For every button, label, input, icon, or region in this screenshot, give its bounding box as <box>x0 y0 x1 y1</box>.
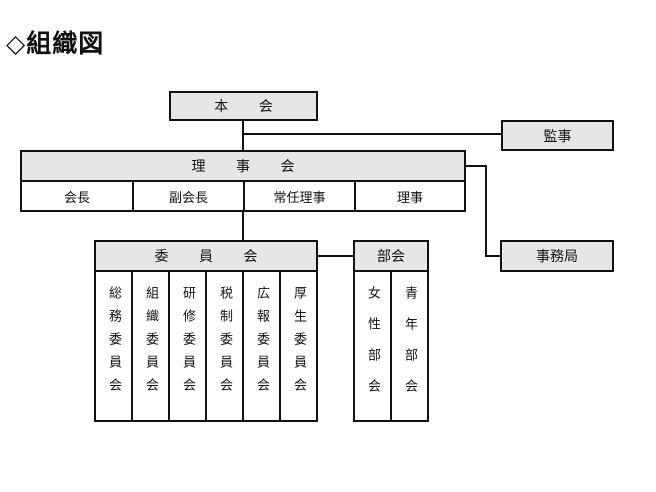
committee-public-relations: 広報委員会 <box>242 270 281 422</box>
committee-name: 税制委員会 <box>217 286 232 401</box>
committee-name: 研修委員会 <box>180 286 195 401</box>
board-member-director: 理事 <box>354 180 466 212</box>
committee-header: 委 員 会 <box>94 240 318 272</box>
secretariat-box: 事務局 <box>500 240 614 272</box>
general-assembly-box: 本 会 <box>169 91 318 121</box>
general-assembly-label: 本 会 <box>214 99 286 115</box>
board-member-label: 副会長 <box>168 190 208 206</box>
divisions-header: 部会 <box>353 240 429 272</box>
committee-training: 研修委員会 <box>168 270 207 422</box>
page-title: ◇組織図 <box>6 29 105 58</box>
board-member-label: 常任理事 <box>273 190 326 206</box>
secretariat-label: 事務局 <box>536 249 578 265</box>
board-member-vice-chairman: 副会長 <box>132 180 245 212</box>
division-youth: 青年部会 <box>390 270 429 422</box>
committee-name: 厚生委員会 <box>291 286 306 401</box>
division-women: 女性部会 <box>353 270 392 422</box>
board-label: 理 事 会 <box>191 159 308 175</box>
committee-label: 委 員 会 <box>154 249 271 265</box>
board-member-standing-director: 常任理事 <box>243 180 356 212</box>
committee-name: 総務委員会 <box>106 286 121 401</box>
committee-tax: 税制委員会 <box>205 270 244 422</box>
committee-organization: 組織委員会 <box>131 270 170 422</box>
division-name: 青年部会 <box>402 286 417 410</box>
committee-welfare: 厚生委員会 <box>279 270 318 422</box>
committee-general-affairs: 総務委員会 <box>94 270 133 422</box>
board-member-label: 理事 <box>396 190 423 206</box>
committee-name: 広報委員会 <box>254 286 269 401</box>
auditor-label: 監事 <box>543 128 572 145</box>
divisions-label: 部会 <box>377 249 405 265</box>
division-name: 女性部会 <box>365 286 380 410</box>
board-member-label: 会長 <box>63 190 90 206</box>
committee-name: 組織委員会 <box>143 286 158 401</box>
board-header: 理 事 会 <box>20 150 466 182</box>
board-member-chairman: 会長 <box>20 180 134 212</box>
auditor-box: 監事 <box>501 120 614 151</box>
